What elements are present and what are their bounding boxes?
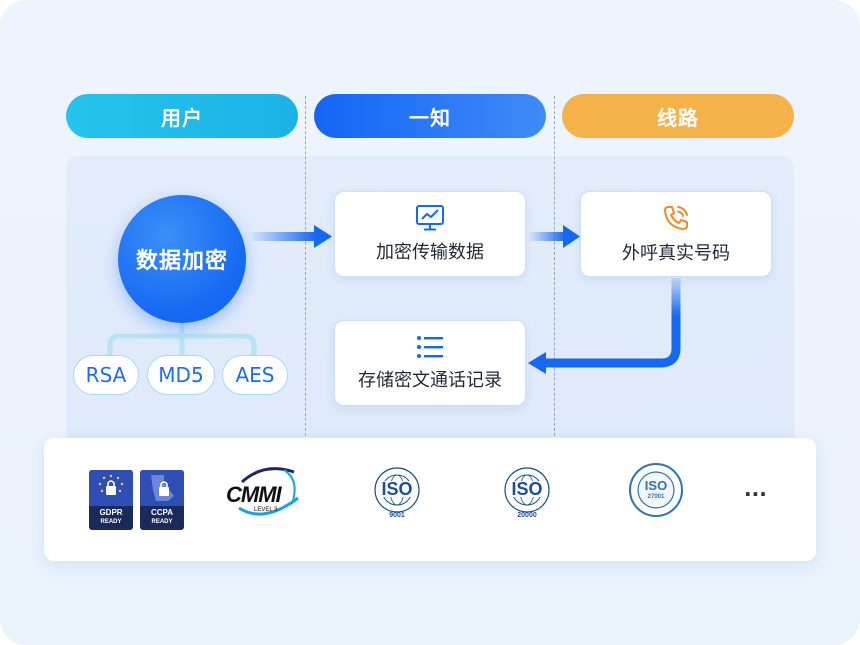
lock-icon xyxy=(151,475,174,501)
monitor-chart-icon xyxy=(416,205,444,231)
card-label: 存储密文通话记录 xyxy=(358,370,502,391)
iso-number: 27001 xyxy=(647,494,665,500)
iso-seal-icon xyxy=(629,463,683,517)
iso-globe-icon xyxy=(374,467,420,513)
iso-27001-logo: ISO 27001 xyxy=(628,462,684,518)
list-icon xyxy=(417,336,443,358)
cmmi-level: LEVEL 3 xyxy=(254,507,278,513)
lock-icon xyxy=(98,474,124,495)
iso-9001-logo: ISO 9001 xyxy=(366,462,428,524)
arrow-head xyxy=(528,352,546,374)
column-header-line: 线路 xyxy=(562,94,794,138)
more-indicator: ··· xyxy=(744,482,767,506)
column-divider xyxy=(305,96,306,441)
gdpr-badge: GDPR READY xyxy=(89,470,133,530)
ccpa-label: CCPA xyxy=(150,508,174,517)
iso-mark: ISO xyxy=(381,479,413,499)
card-store-records: 存储密文通话记录 xyxy=(334,320,526,406)
iso-20000-logo: ISO 20000 xyxy=(496,462,558,524)
ccpa-badge: CCPA READY xyxy=(140,470,184,530)
iso-mark: ISO xyxy=(644,478,668,493)
iso-globe-icon xyxy=(504,467,550,513)
cmmi-wordmark: CMMI xyxy=(226,482,282,507)
iso-mark: ISO xyxy=(511,479,543,499)
arrow-to-encrypt xyxy=(248,232,316,241)
arrow-to-store xyxy=(546,278,681,368)
column-divider xyxy=(554,96,555,441)
card-encrypt-transfer: 加密传输数据 xyxy=(334,191,526,277)
card-real-number: 外呼真实号码 xyxy=(580,191,772,277)
algo-aes: AES xyxy=(222,355,288,395)
ccpa-sub: READY xyxy=(151,519,173,525)
certifications-bar: GDPR READY CCPA READY CMMI LEVEL 3 xyxy=(44,438,816,561)
gdpr-label: GDPR xyxy=(99,508,123,517)
iso-number: 20000 xyxy=(517,512,537,519)
arrow-to-real-number xyxy=(528,232,566,241)
cmmi-swoosh-icon xyxy=(238,467,299,516)
arrow-head xyxy=(314,225,332,248)
arrow-head xyxy=(563,225,580,248)
card-label: 加密传输数据 xyxy=(376,242,484,263)
iso-number: 9001 xyxy=(389,512,405,519)
column-header-user: 用户 xyxy=(66,94,298,138)
branch-line xyxy=(107,320,257,355)
algo-rsa: RSA xyxy=(73,355,139,395)
phone-call-icon xyxy=(664,206,688,230)
data-encryption-node: 数据加密 xyxy=(118,195,246,323)
column-header-yizhi: 一知 xyxy=(314,94,546,138)
algo-md5: MD5 xyxy=(147,355,215,395)
card-label: 外呼真实号码 xyxy=(622,243,730,264)
cmmi-logo: CMMI LEVEL 3 xyxy=(224,460,304,526)
gdpr-sub: READY xyxy=(100,519,122,525)
